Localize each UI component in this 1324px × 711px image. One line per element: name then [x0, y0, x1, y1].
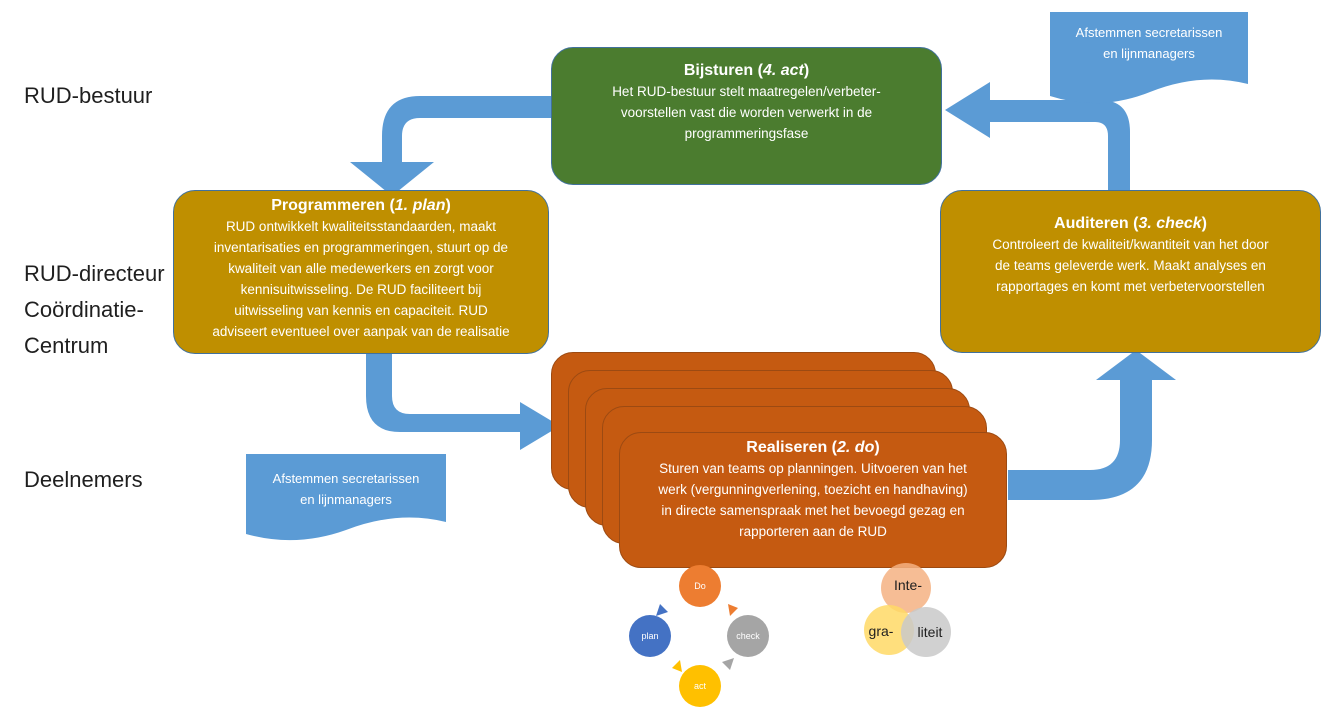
venn-circle-top	[881, 563, 931, 613]
box-title: Realiseren (2. do)	[620, 437, 1006, 458]
lane-label-rud-directeur: RUD-directeur Coördinatie- Centrum	[24, 256, 165, 364]
body-line: programmeringsfase	[684, 126, 809, 141]
lane-label-line: Centrum	[24, 333, 109, 358]
title-text: Bijsturen (	[683, 62, 763, 79]
pdca-plan-label: plan	[641, 631, 658, 641]
cycle-arrow-icon	[728, 604, 738, 616]
box-auditeren-check: Auditeren (3. check) Controleert de kwal…	[940, 190, 1321, 353]
title-emphasis: 1. plan	[394, 197, 446, 214]
body-line: kennisuitwisseling. De RUD faciliteert b…	[240, 282, 482, 297]
box-realiseren-do: Realiseren (2. do) Sturen van teams op p…	[619, 432, 1007, 568]
box-title: Auditeren (3. check)	[941, 213, 1320, 234]
box-body: Sturen van teams op planningen. Uitvoere…	[620, 458, 1006, 542]
box-body: RUD ontwikkelt kwaliteitsstandaarden, ma…	[174, 216, 548, 342]
note-line: en lijnmanagers	[1103, 46, 1195, 61]
box-title: Bijsturen (4. act)	[552, 60, 941, 81]
cycle-arrow-icon	[672, 660, 682, 672]
title-text: Programmeren (	[271, 197, 395, 214]
pdca-do-label: Do	[694, 581, 706, 591]
body-line: Sturen van teams op planningen. Uitvoere…	[659, 461, 967, 476]
title-text: Auditeren (	[1054, 215, 1139, 232]
pdca-cycle-graphic: Do plan check act	[629, 565, 769, 707]
integriteit-venn-graphic: Inte- gra- liteit	[864, 563, 951, 657]
body-line: Controleert de kwaliteit/kwantiteit van …	[992, 237, 1269, 252]
body-line: werk (vergunningverlening, toezicht en h…	[658, 482, 968, 497]
arrow-act-to-plan	[350, 96, 552, 196]
pdca-check-circle	[727, 615, 769, 657]
cycle-arrow-icon	[722, 658, 734, 670]
venn-label-right: liteit	[918, 624, 943, 640]
note-afstemmen-top: Afstemmen secretarissen en lijnmanagers	[1050, 22, 1248, 64]
lane-label-line: RUD-directeur	[24, 261, 165, 286]
arrow-check-to-act	[945, 82, 1130, 192]
body-line: adviseert eventueel over aanpak van de r…	[212, 324, 510, 339]
note-shape-bottom	[246, 454, 446, 541]
pdca-act-circle	[679, 665, 721, 707]
title-text: Realiseren (	[746, 439, 838, 456]
arrow-do-to-check	[1008, 350, 1176, 500]
box-body: Controleert de kwaliteit/kwantiteit van …	[941, 234, 1320, 297]
body-line: uitwisseling van kennis en capaciteit. R…	[234, 303, 488, 318]
pdca-act-label: act	[694, 681, 707, 691]
title-text: )	[1201, 215, 1207, 232]
body-line: kwaliteit van alle medewerkers en zorgt …	[228, 261, 494, 276]
pdca-do-circle	[679, 565, 721, 607]
title-text: )	[803, 62, 810, 79]
pdca-plan-circle	[629, 615, 671, 657]
body-line: rapportages en komt met verbetervoorstel…	[996, 279, 1265, 294]
venn-circle-left	[864, 605, 914, 655]
body-line: inventarisaties en programmeringen, stuu…	[213, 240, 509, 255]
body-line: in directe samenspraak met het bevoegd g…	[661, 503, 965, 518]
title-text: )	[874, 439, 880, 456]
box-body: Het RUD-bestuur stelt maatregelen/verbet…	[552, 81, 941, 144]
lane-label-line: Coördinatie-	[24, 297, 144, 322]
title-emphasis: 3. check	[1138, 215, 1202, 232]
box-title: Programmeren (1. plan)	[174, 195, 548, 216]
title-emphasis: 4. act	[762, 62, 804, 79]
cycle-arrow-icon	[656, 604, 668, 616]
pdca-check-label: check	[736, 631, 760, 641]
venn-circle-right	[901, 607, 951, 657]
note-afstemmen-bottom: Afstemmen secretarissen en lijnmanagers	[246, 468, 446, 510]
body-line: rapporteren aan de RUD	[739, 524, 887, 539]
note-line: Afstemmen secretarissen	[1075, 25, 1223, 40]
note-line: en lijnmanagers	[300, 492, 392, 507]
box-bijsturen-act: Bijsturen (4. act) Het RUD-bestuur stelt…	[551, 47, 942, 185]
body-line: Het RUD-bestuur stelt maatregelen/verbet…	[612, 84, 881, 99]
body-line: RUD ontwikkelt kwaliteitsstandaarden, ma…	[225, 219, 497, 234]
title-text: )	[445, 197, 451, 214]
lane-label-rud-bestuur: RUD-bestuur	[24, 83, 153, 108]
box-programmeren-plan: Programmeren (1. plan) RUD ontwikkelt kw…	[173, 190, 549, 354]
body-line: de teams geleverde werk. Maakt analyses …	[995, 258, 1266, 273]
note-line: Afstemmen secretarissen	[272, 471, 420, 486]
venn-label-top: Inte-	[894, 577, 922, 593]
arrow-plan-to-do	[366, 352, 560, 450]
venn-label-left: gra-	[869, 623, 894, 639]
title-emphasis: 2. do	[837, 439, 875, 456]
note-shape-top	[1050, 12, 1248, 104]
body-line: voorstellen vast die worden verwerkt in …	[620, 105, 873, 120]
lane-label-deelnemers: Deelnemers	[24, 467, 143, 492]
